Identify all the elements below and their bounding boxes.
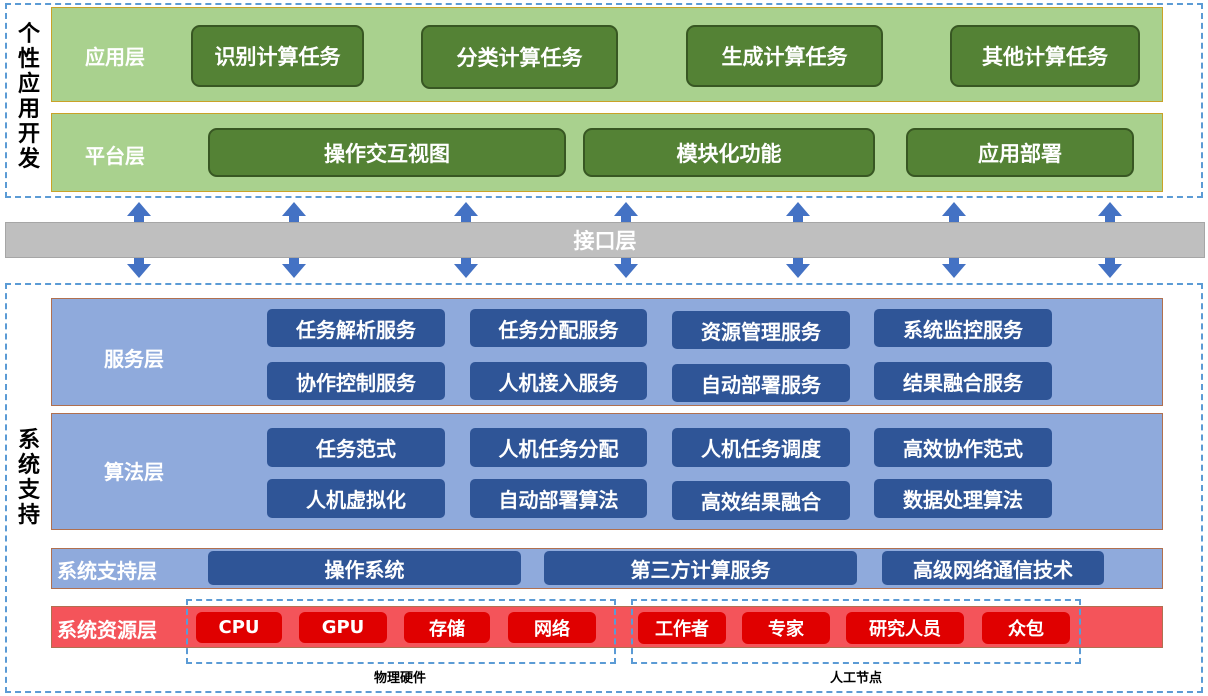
- resource-worker: 工作者: [638, 612, 726, 644]
- algorithm-layer-label: 算法层: [104, 459, 164, 484]
- human-caption: 人工节点: [829, 671, 882, 686]
- interface-layer: 接口层: [5, 222, 1205, 258]
- algorithm-task-paradigm: 任务范式: [267, 428, 445, 467]
- resource-cpu: CPU: [196, 612, 282, 643]
- resource-storage: 存储: [404, 612, 490, 643]
- resource-researcher: 研究人员: [846, 612, 964, 644]
- algorithm-data-processing: 数据处理算法: [874, 479, 1052, 518]
- human-group: [631, 599, 1081, 664]
- personal-dev-region: [5, 3, 1203, 198]
- support-third-party-computing: 第三方计算服务: [544, 551, 857, 585]
- service-task-allocation: 任务分配服务: [470, 309, 647, 347]
- personal-dev-title: 个性应用开发: [17, 22, 40, 172]
- algorithm-hm-virtualization: 人机虚拟化: [267, 479, 445, 518]
- service-auto-deployment: 自动部署服务: [672, 364, 850, 402]
- app-item-recognition: 识别计算任务: [191, 25, 364, 87]
- support-layer-label: 系统支持层: [57, 558, 157, 583]
- resource-expert: 专家: [742, 612, 830, 644]
- app-layer-label: 应用层: [85, 44, 145, 69]
- service-resource-management: 资源管理服务: [672, 311, 850, 349]
- service-human-machine-access: 人机接入服务: [470, 362, 647, 400]
- algorithm-hm-task-scheduling: 人机任务调度: [672, 428, 850, 467]
- resource-crowdsourcing: 众包: [982, 612, 1070, 644]
- algorithm-efficient-collaboration: 高效协作范式: [874, 428, 1052, 467]
- platform-item-modular-function: 模块化功能: [583, 128, 875, 177]
- app-item-generation: 生成计算任务: [686, 25, 883, 87]
- service-system-monitoring: 系统监控服务: [874, 309, 1052, 347]
- system-support-title: 系统支持: [17, 428, 40, 528]
- service-result-fusion: 结果融合服务: [874, 362, 1052, 400]
- app-item-classification: 分类计算任务: [421, 25, 618, 89]
- algorithm-efficient-result-fusion: 高效结果融合: [672, 481, 850, 520]
- resource-network: 网络: [508, 612, 596, 643]
- service-task-parsing: 任务解析服务: [267, 309, 445, 347]
- algorithm-hm-task-allocation: 人机任务分配: [470, 428, 647, 467]
- platform-item-app-deployment: 应用部署: [906, 128, 1134, 177]
- service-layer-label: 服务层: [104, 346, 164, 371]
- platform-layer-label: 平台层: [85, 143, 145, 168]
- hardware-group: [186, 599, 616, 664]
- algorithm-auto-deployment: 自动部署算法: [470, 479, 647, 518]
- system-support-region: [5, 283, 1203, 693]
- support-operating-system: 操作系统: [208, 551, 521, 585]
- app-item-other: 其他计算任务: [950, 25, 1140, 87]
- platform-item-interaction-view: 操作交互视图: [208, 128, 566, 177]
- resource-gpu: GPU: [299, 612, 387, 643]
- resource-layer-label: 系统资源层: [57, 617, 157, 642]
- service-collaboration-control: 协作控制服务: [267, 362, 445, 400]
- hardware-caption: 物理硬件: [373, 671, 426, 686]
- support-advanced-networking: 高级网络通信技术: [882, 551, 1104, 585]
